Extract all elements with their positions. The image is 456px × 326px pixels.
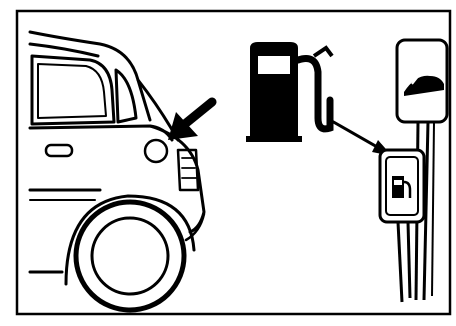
pointer-arrow-icon xyxy=(168,102,212,140)
car-rear-quarter-icon xyxy=(30,32,204,284)
fuel-filler-door xyxy=(145,140,167,162)
fuel-pump-icon xyxy=(246,42,332,142)
rear-wheel xyxy=(76,202,184,310)
